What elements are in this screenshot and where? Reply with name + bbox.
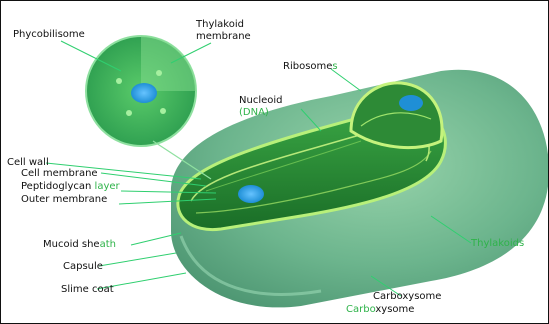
label-phycobilisome: Phycobilisome — [13, 29, 85, 40]
label-peptidoglycan-layer: Peptidoglycan layer — [21, 181, 120, 192]
label-carboxysome-accent: Carbo — [346, 304, 375, 315]
label-thylakoids: Thylakoids — [471, 238, 524, 249]
label-thylakoid-membrane-line2: membrane — [196, 31, 251, 42]
label-ribosomes-accent: s — [332, 61, 337, 72]
label-nucleoid-line1: Nucleoid — [239, 95, 283, 106]
label-carboxysome-top: Carboxysome — [373, 291, 441, 302]
label-cell-membrane: Cell membrane — [21, 168, 98, 179]
label-carboxysome-text: xysome — [375, 304, 414, 315]
label-capsule: Capsule — [63, 261, 103, 272]
label-peptidoglycan-accent: layer — [95, 181, 120, 192]
nucleoid-inner — [238, 185, 264, 203]
label-slime-coat: Slime coat — [61, 284, 114, 295]
label-mucoid-sheath-text: Mucoid she — [43, 239, 100, 250]
label-mucoid-sheath-accent: ath — [100, 239, 116, 250]
label-cell-wall: Cell wall — [7, 157, 49, 168]
label-mucoid-sheath: Mucoid sheath — [43, 239, 116, 250]
label-peptidoglycan-text: Peptidoglycan — [21, 181, 91, 192]
label-thylakoid-membrane-line1: Thylakoid — [196, 19, 244, 30]
label-ribosomes: Ribosomes — [283, 61, 338, 72]
nucleoid-dome — [399, 95, 423, 111]
label-carboxysome: Carboxysome — [346, 304, 414, 315]
label-outer-membrane: Outer membrane — [21, 194, 107, 205]
label-ribosomes-text: Ribosome — [283, 61, 332, 72]
label-nucleoid-line2: (DNA) — [239, 107, 269, 118]
